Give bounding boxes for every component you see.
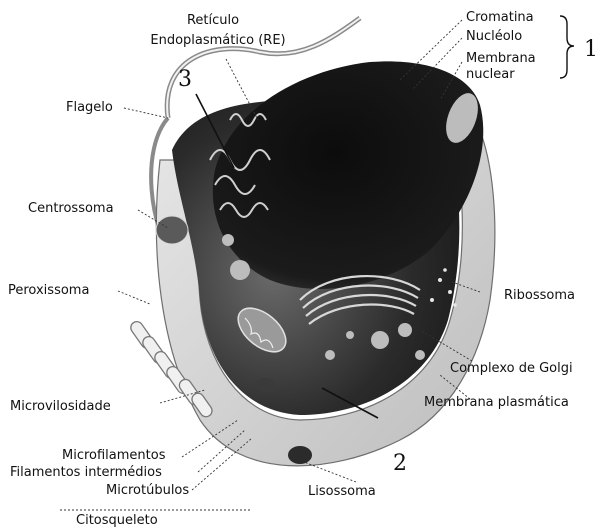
label-flagelo: Flagelo (66, 100, 113, 115)
label-membrana-plasmatica: Membrana plasmática (424, 395, 569, 410)
label-citosqueleto: Citosqueleto (76, 513, 158, 528)
lysosome (288, 446, 312, 464)
label-microtubulos: Microtúbulos (106, 483, 189, 498)
label-complexo-golgi: Complexo de Golgi (450, 361, 573, 376)
label-membrana: Membrana (466, 51, 536, 66)
number-3: 3 (178, 67, 192, 92)
label-reticulo: Retículo (187, 13, 239, 28)
label-endoplasmatico: Endoplasmático (RE) (150, 33, 285, 48)
brace-1 (560, 16, 574, 78)
label-cromatina: Cromatina (466, 10, 534, 25)
lysosome-2 (255, 378, 275, 392)
label-nucleolo: Nucléolo (466, 29, 522, 44)
number-1: 1 (584, 37, 598, 62)
label-centrossoma: Centrossoma (28, 201, 114, 216)
label-ribossoma: Ribossoma (504, 288, 575, 303)
label-filamentos-intermedios: Filamentos intermédios (10, 465, 162, 480)
label-microvilosidade: Microvilosidade (10, 399, 111, 414)
centrosome (156, 216, 188, 244)
label-peroxissoma: Peroxissoma (8, 283, 89, 298)
label-lisossoma: Lisossoma (308, 484, 376, 499)
label-nuclear: nuclear (466, 67, 515, 82)
number-2: 2 (393, 451, 407, 476)
label-microfilamentos: Microfilamentos (62, 448, 166, 463)
